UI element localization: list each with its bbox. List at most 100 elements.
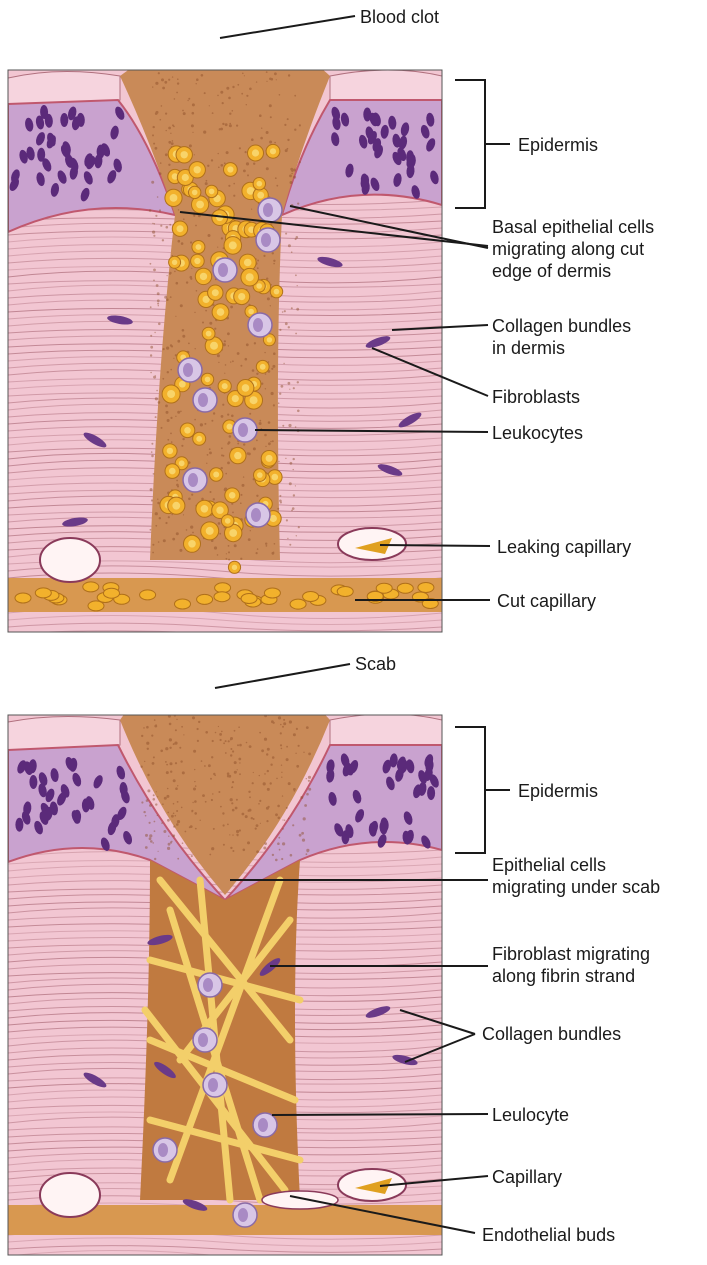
granule [229,124,232,127]
granule [239,744,242,747]
granule [160,51,162,53]
granule [192,532,194,534]
granule [282,795,283,796]
granule [230,361,231,362]
granule [268,711,271,714]
granule [188,58,191,61]
granule [218,153,219,154]
label-capillary: Capillary [492,1167,562,1187]
granule [196,83,197,84]
granule [153,376,156,379]
granule [193,215,195,217]
granule [221,447,223,449]
granule [177,340,180,343]
granule [163,830,166,833]
granule [273,552,274,553]
red-blood-cell [35,588,51,598]
granule [296,765,299,768]
granule [168,516,170,518]
granule [242,73,244,75]
granule [168,141,171,144]
granule [151,735,153,737]
leukocyte-nucleus [158,1143,168,1157]
granule [192,716,195,719]
red-blood-cell-center [196,201,204,209]
granule [169,224,171,226]
granule [259,732,261,734]
granule [275,813,278,816]
granule [226,558,228,560]
granule [192,802,193,803]
granule [176,92,178,94]
red-blood-cell [104,588,120,598]
granule [162,803,164,805]
granule [302,839,305,842]
granule [212,740,214,742]
granule [177,785,178,786]
granule [209,448,211,450]
granule [172,76,173,77]
granule [152,552,154,554]
granule [237,352,240,355]
granule [237,67,239,69]
red-blood-cell-center [229,529,237,537]
granule [183,112,186,115]
granule [143,692,146,695]
granule [228,185,230,187]
leader-leulocyte [272,1114,488,1115]
granule [202,794,205,797]
epidermis-bracket-top [455,80,485,208]
granule [279,94,281,96]
red-blood-cell-center [257,472,263,478]
granule [256,495,258,497]
granule [281,385,284,388]
granule [166,795,169,798]
granule [221,731,223,733]
granule [234,544,237,547]
granule [150,354,152,356]
granule [176,282,179,285]
granule [154,821,156,823]
red-blood-cell-center [206,527,214,535]
granule [306,793,309,796]
granule [282,828,284,830]
granule [287,711,288,712]
granule [232,750,234,752]
granule [303,752,304,753]
granule [234,771,237,774]
granule [228,97,231,100]
granule [171,441,173,443]
granule [191,855,193,857]
granule [149,804,152,807]
label-collagen-dermis: Collagen bundles in dermis [492,316,636,358]
granule [204,92,206,94]
granule [259,422,262,425]
granule [176,719,177,720]
granule [201,760,203,762]
granule [223,742,225,744]
granule [245,706,247,708]
red-blood-cell [15,593,31,603]
granule [277,842,280,845]
granule [263,782,266,785]
leukocyte-nucleus [188,473,198,487]
granule [306,708,308,710]
granule [214,775,216,777]
granule [172,514,173,515]
granule [249,745,252,748]
red-blood-cell [197,594,213,604]
granule [198,721,200,723]
granule [182,842,184,844]
granule [160,704,163,707]
granule [264,738,267,741]
granule [154,725,157,728]
granule [290,854,293,857]
leukocyte-nucleus [261,233,271,247]
granule [276,778,278,780]
granule [189,52,192,55]
granule [195,691,198,694]
granule [244,75,245,76]
granule [177,858,179,860]
granule [194,154,195,155]
red-blood-cell-center [222,383,228,389]
